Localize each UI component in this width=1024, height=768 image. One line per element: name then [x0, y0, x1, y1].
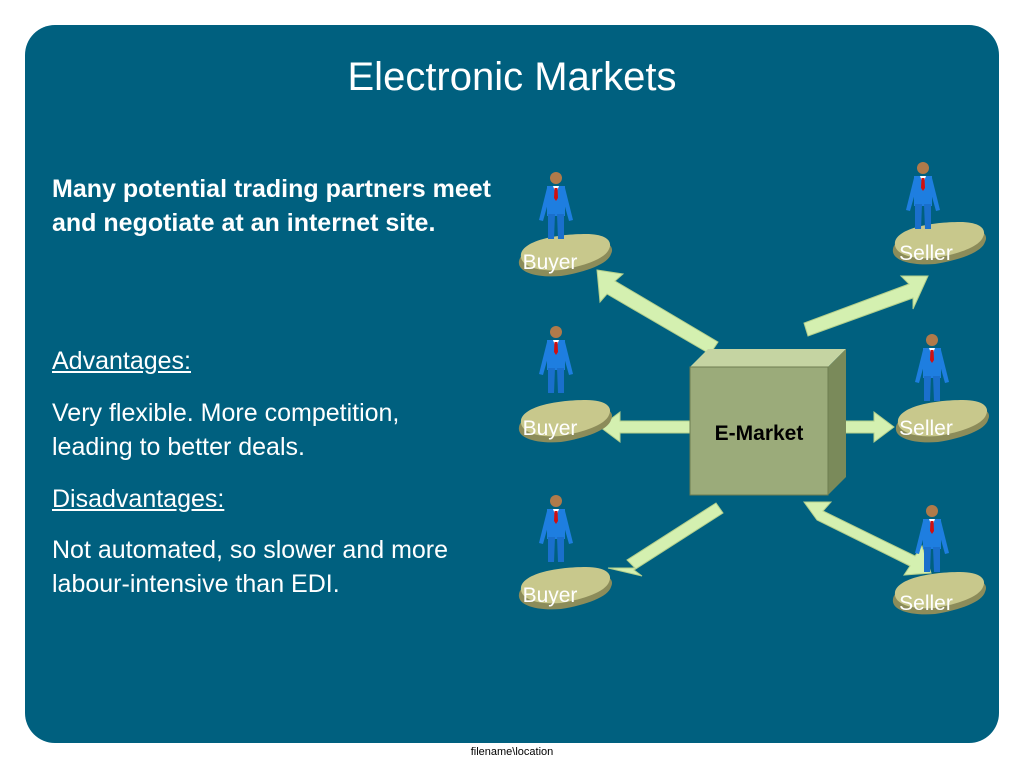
buyer-node-middle: Buyer [518, 326, 613, 443]
advantages-heading: Advantages: [52, 347, 191, 375]
arrow-buyer-bottom [607, 502, 724, 577]
seller-node-middle: Seller [895, 334, 990, 443]
arrow-seller-bottom [803, 501, 932, 576]
seller-person-icon [915, 334, 949, 401]
seller-node-top: Seller [892, 162, 987, 265]
arrow-buyer-top [596, 269, 719, 355]
seller-label: Seller [899, 242, 953, 265]
disadvantages-text: Not automated, so slower and more labour… [52, 536, 449, 598]
emarket-hub: E-Market [689, 349, 846, 496]
buyer-person-icon [539, 495, 573, 562]
advantages-text: Very flexible. More competition, leading… [52, 399, 400, 461]
buyer-label: Buyer [523, 584, 578, 607]
buyer-label: Buyer [523, 417, 578, 440]
slide-title: Electronic Markets [347, 55, 677, 99]
disadvantages-heading: Disadvantages: [52, 485, 225, 513]
seller-person-icon [906, 162, 940, 229]
arrow-seller-top [803, 275, 929, 337]
buyer-person-icon [539, 326, 573, 393]
connector-arrows [596, 269, 932, 577]
buyer-node-bottom: Buyer [518, 495, 613, 610]
buyer-label: Buyer [523, 251, 578, 274]
intro-text: Many potential trading partners meet and… [52, 175, 491, 237]
footer-text: filename\location [470, 746, 554, 758]
seller-label: Seller [899, 417, 953, 440]
seller-node-bottom: Seller [892, 505, 987, 615]
buyer-person-icon [539, 172, 573, 239]
buyer-node-top: Buyer [518, 172, 613, 277]
emarket-label: E-Market [715, 422, 804, 445]
seller-label: Seller [899, 592, 953, 615]
